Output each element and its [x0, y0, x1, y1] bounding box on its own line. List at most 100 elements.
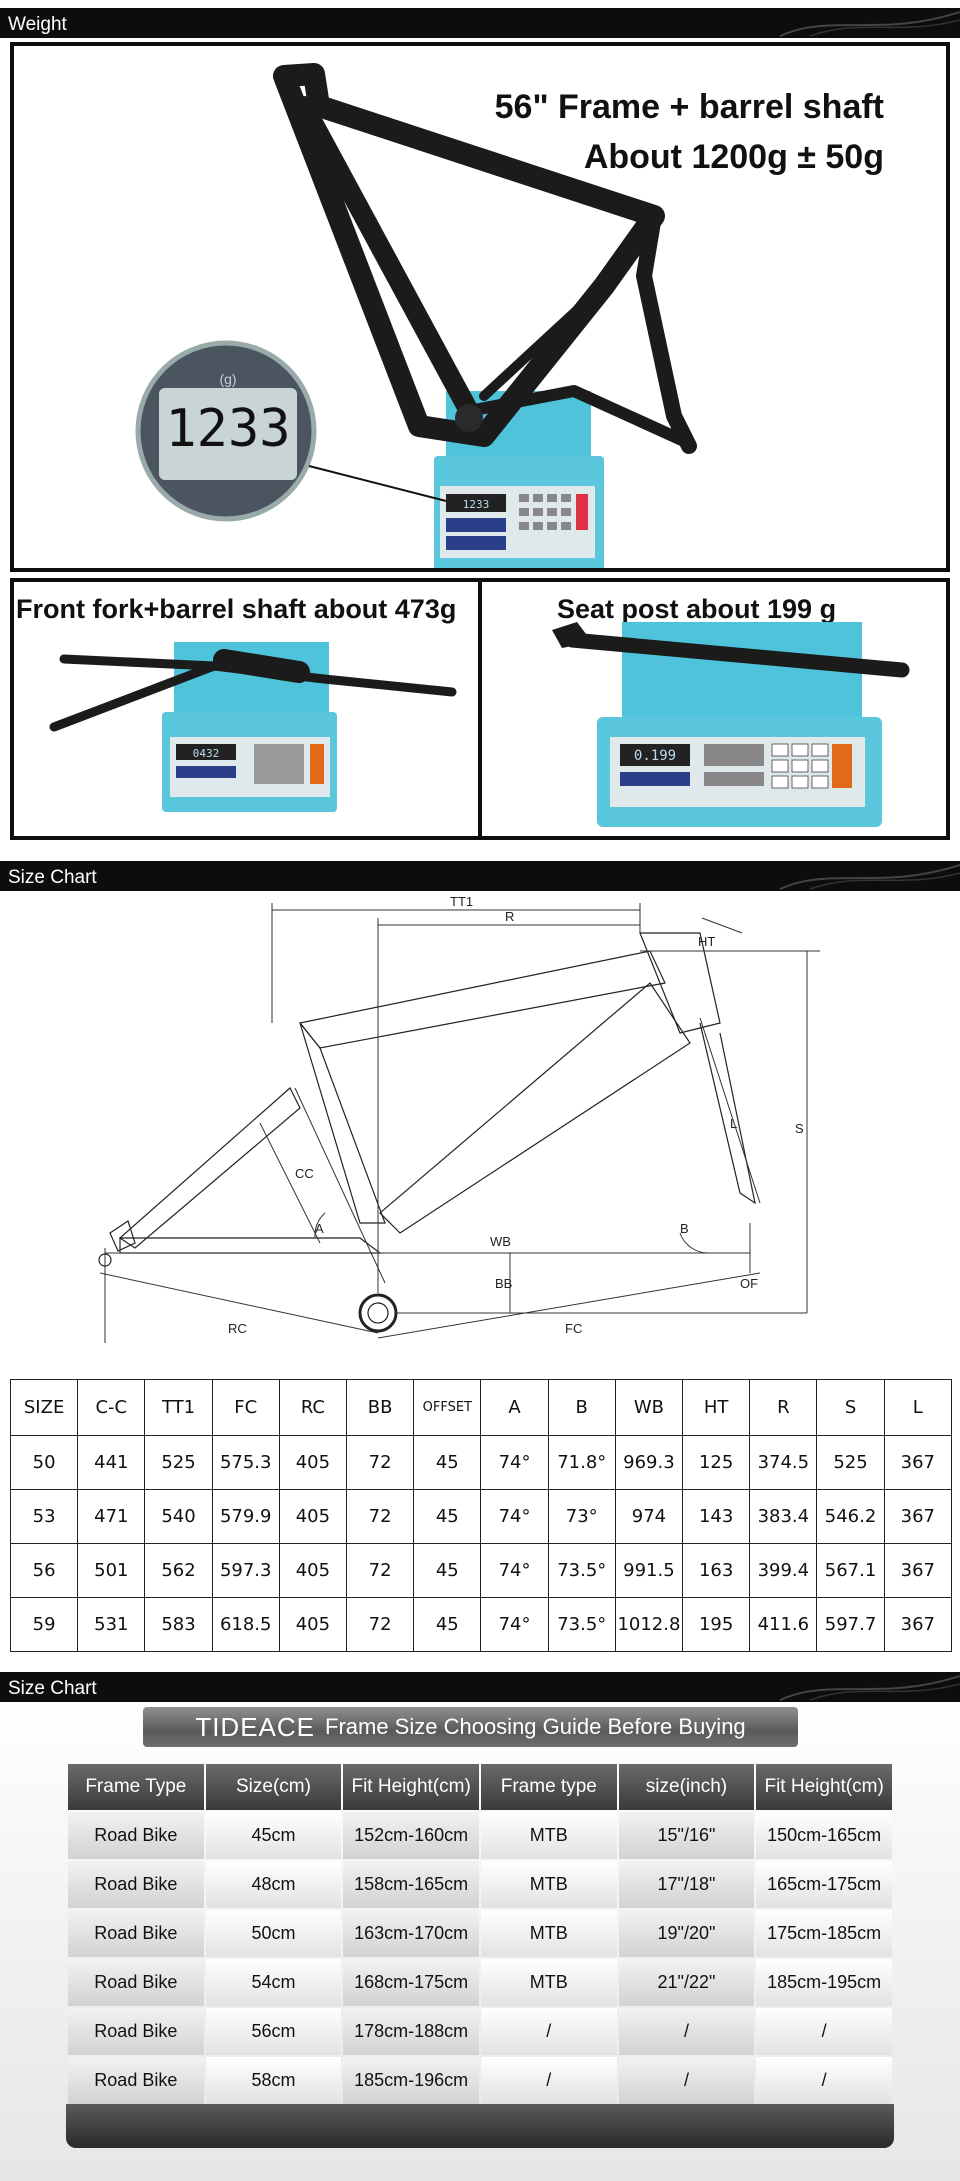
table-cell: MTB	[480, 1861, 617, 1908]
table-cell: 21"/22"	[618, 1959, 755, 2006]
table-cell: 50cm	[205, 1910, 342, 1957]
label-tt1: TT1	[450, 894, 473, 909]
guide-header-row: Frame Type Size(cm) Fit Height(cm) Frame…	[68, 1764, 892, 1810]
table-cell: 73°	[547, 1489, 616, 1544]
table-cell: 175cm-185cm	[756, 1910, 892, 1957]
table-header-cell: BB	[346, 1379, 415, 1436]
table-cell: 72	[346, 1489, 415, 1544]
label-fc: FC	[565, 1321, 582, 1336]
table-cell: Road Bike	[68, 2008, 204, 2055]
table-cell: 471	[77, 1489, 146, 1544]
table-cell: 367	[883, 1543, 953, 1598]
section-title: Weight	[8, 14, 67, 35]
table-cell: 367	[883, 1435, 953, 1490]
table-header-cell: WB	[614, 1379, 684, 1436]
table-row: Road Bike 50cm 163cm-170cm MTB 19"/20" 1…	[68, 1910, 892, 1957]
guide-header-cell: Fit Height(cm)	[756, 1764, 892, 1810]
table-cell: 540	[144, 1489, 213, 1544]
label-of: OF	[740, 1276, 758, 1291]
table-cell: Road Bike	[68, 2057, 204, 2104]
label-cc: CC	[295, 1166, 314, 1181]
table-row: Road Bike 56cm 178cm-188cm / / /	[68, 2008, 892, 2055]
label-rc: RC	[228, 1321, 247, 1336]
table-cell: 567.1	[816, 1543, 885, 1598]
frame-geometry-diagram: TT1 R HT S L CC A B WB BB OF RC FC	[98, 894, 820, 1343]
size-guide-base	[66, 2104, 894, 2148]
frame-weight-title: 56" Frame + barrel shaft	[494, 88, 884, 126]
seatpost-scale-reading: 0.199	[634, 748, 676, 764]
table-cell: 125	[682, 1435, 751, 1490]
svg-text:1233: 1233	[463, 498, 490, 511]
table-header-cell: FC	[211, 1379, 280, 1436]
seatpost-weight-title: Seat post about 199 g	[557, 594, 837, 624]
table-cell: 525	[144, 1435, 213, 1490]
table-cell: Road Bike	[68, 1910, 204, 1957]
table-cell: 71.8°	[547, 1435, 616, 1490]
table-cell: 73.5°	[547, 1543, 616, 1598]
table-cell: 991.5	[614, 1543, 684, 1598]
table-cell: 143	[682, 1489, 751, 1544]
table-cell: 441	[77, 1435, 146, 1490]
table-cell: 56cm	[205, 2008, 342, 2055]
table-row: Road Bike 48cm 158cm-165cm MTB 17"/18" 1…	[68, 1861, 892, 1908]
table-row: 53 471 540 579.9 405 72 45 74° 73° 974 1…	[9, 1489, 953, 1544]
table-header-cell: OFFSET	[413, 1379, 482, 1436]
table-cell: 405	[278, 1597, 348, 1652]
table-row: 56 501 562 597.3 405 72 45 74° 73.5° 991…	[9, 1543, 953, 1598]
table-cell: /	[480, 2008, 617, 2055]
table-cell: 405	[278, 1489, 348, 1544]
table-header-cell: RC	[278, 1379, 348, 1436]
label-l: L	[730, 1116, 737, 1131]
table-header-cell: R	[749, 1379, 818, 1436]
swirl-decoration-icon	[779, 1675, 960, 1701]
table-cell: 74°	[480, 1543, 549, 1598]
size-guide-table: Frame Type Size(cm) Fit Height(cm) Frame…	[66, 1762, 894, 2106]
table-cell: 195	[682, 1597, 751, 1652]
table-header-cell: B	[547, 1379, 616, 1436]
table-cell: 374.5	[749, 1435, 818, 1490]
table-cell: 72	[346, 1435, 415, 1490]
table-cell: 546.2	[816, 1489, 885, 1544]
table-header-cell: HT	[682, 1379, 751, 1436]
label-wb: WB	[490, 1234, 511, 1249]
swirl-decoration-icon	[779, 11, 960, 37]
size-guide-subtitle: Frame Size Choosing Guide Before Buying	[325, 1714, 746, 1739]
table-cell: 185cm-196cm	[343, 2057, 479, 2104]
table-cell: 45cm	[205, 1812, 342, 1859]
table-cell: 525	[816, 1435, 885, 1490]
frame-weight-value: About 1200g ± 50g	[583, 138, 884, 176]
table-cell: /	[480, 2057, 617, 2104]
table-cell: 15"/16"	[618, 1812, 755, 1859]
table-cell: 1012.8	[614, 1597, 684, 1652]
table-row: Road Bike 58cm 185cm-196cm / / /	[68, 2057, 892, 2104]
table-row: Road Bike 45cm 152cm-160cm MTB 15"/16" 1…	[68, 1812, 892, 1859]
table-cell: 163	[682, 1543, 751, 1598]
table-cell: 618.5	[211, 1597, 280, 1652]
table-cell: 45	[413, 1597, 482, 1652]
table-cell: 74°	[480, 1597, 549, 1652]
guide-header-cell: Frame Type	[68, 1764, 204, 1810]
guide-header-cell: Size(cm)	[205, 1764, 342, 1810]
table-cell: 72	[346, 1543, 415, 1598]
table-cell: Road Bike	[68, 1861, 204, 1908]
geometry-table: SIZE C-C TT1 FC RC BB OFFSET A B WB HT R…	[9, 1379, 953, 1652]
fork-scale-reading: 0432	[193, 747, 220, 760]
table-cell: 45	[413, 1543, 482, 1598]
table-cell: 178cm-188cm	[343, 2008, 479, 2055]
table-cell: 367	[883, 1597, 953, 1652]
table-cell: 969.3	[614, 1435, 684, 1490]
table-cell: 58cm	[205, 2057, 342, 2104]
table-cell: 597.3	[211, 1543, 280, 1598]
table-cell: 56	[9, 1543, 79, 1598]
table-cell: 185cm-195cm	[756, 1959, 892, 2006]
table-cell: MTB	[480, 1910, 617, 1957]
table-cell: 583	[144, 1597, 213, 1652]
table-cell: /	[618, 2057, 755, 2104]
table-cell: /	[756, 2008, 892, 2055]
table-cell: 152cm-160cm	[343, 1812, 479, 1859]
table-cell: 974	[614, 1489, 684, 1544]
frame-weight-photo: 1233 1233 (g) 56" Frame + barrel shaft A…	[10, 42, 950, 572]
table-cell: /	[756, 2057, 892, 2104]
table-cell: 575.3	[211, 1435, 280, 1490]
brand-name: TIDEACE	[195, 1711, 315, 1742]
